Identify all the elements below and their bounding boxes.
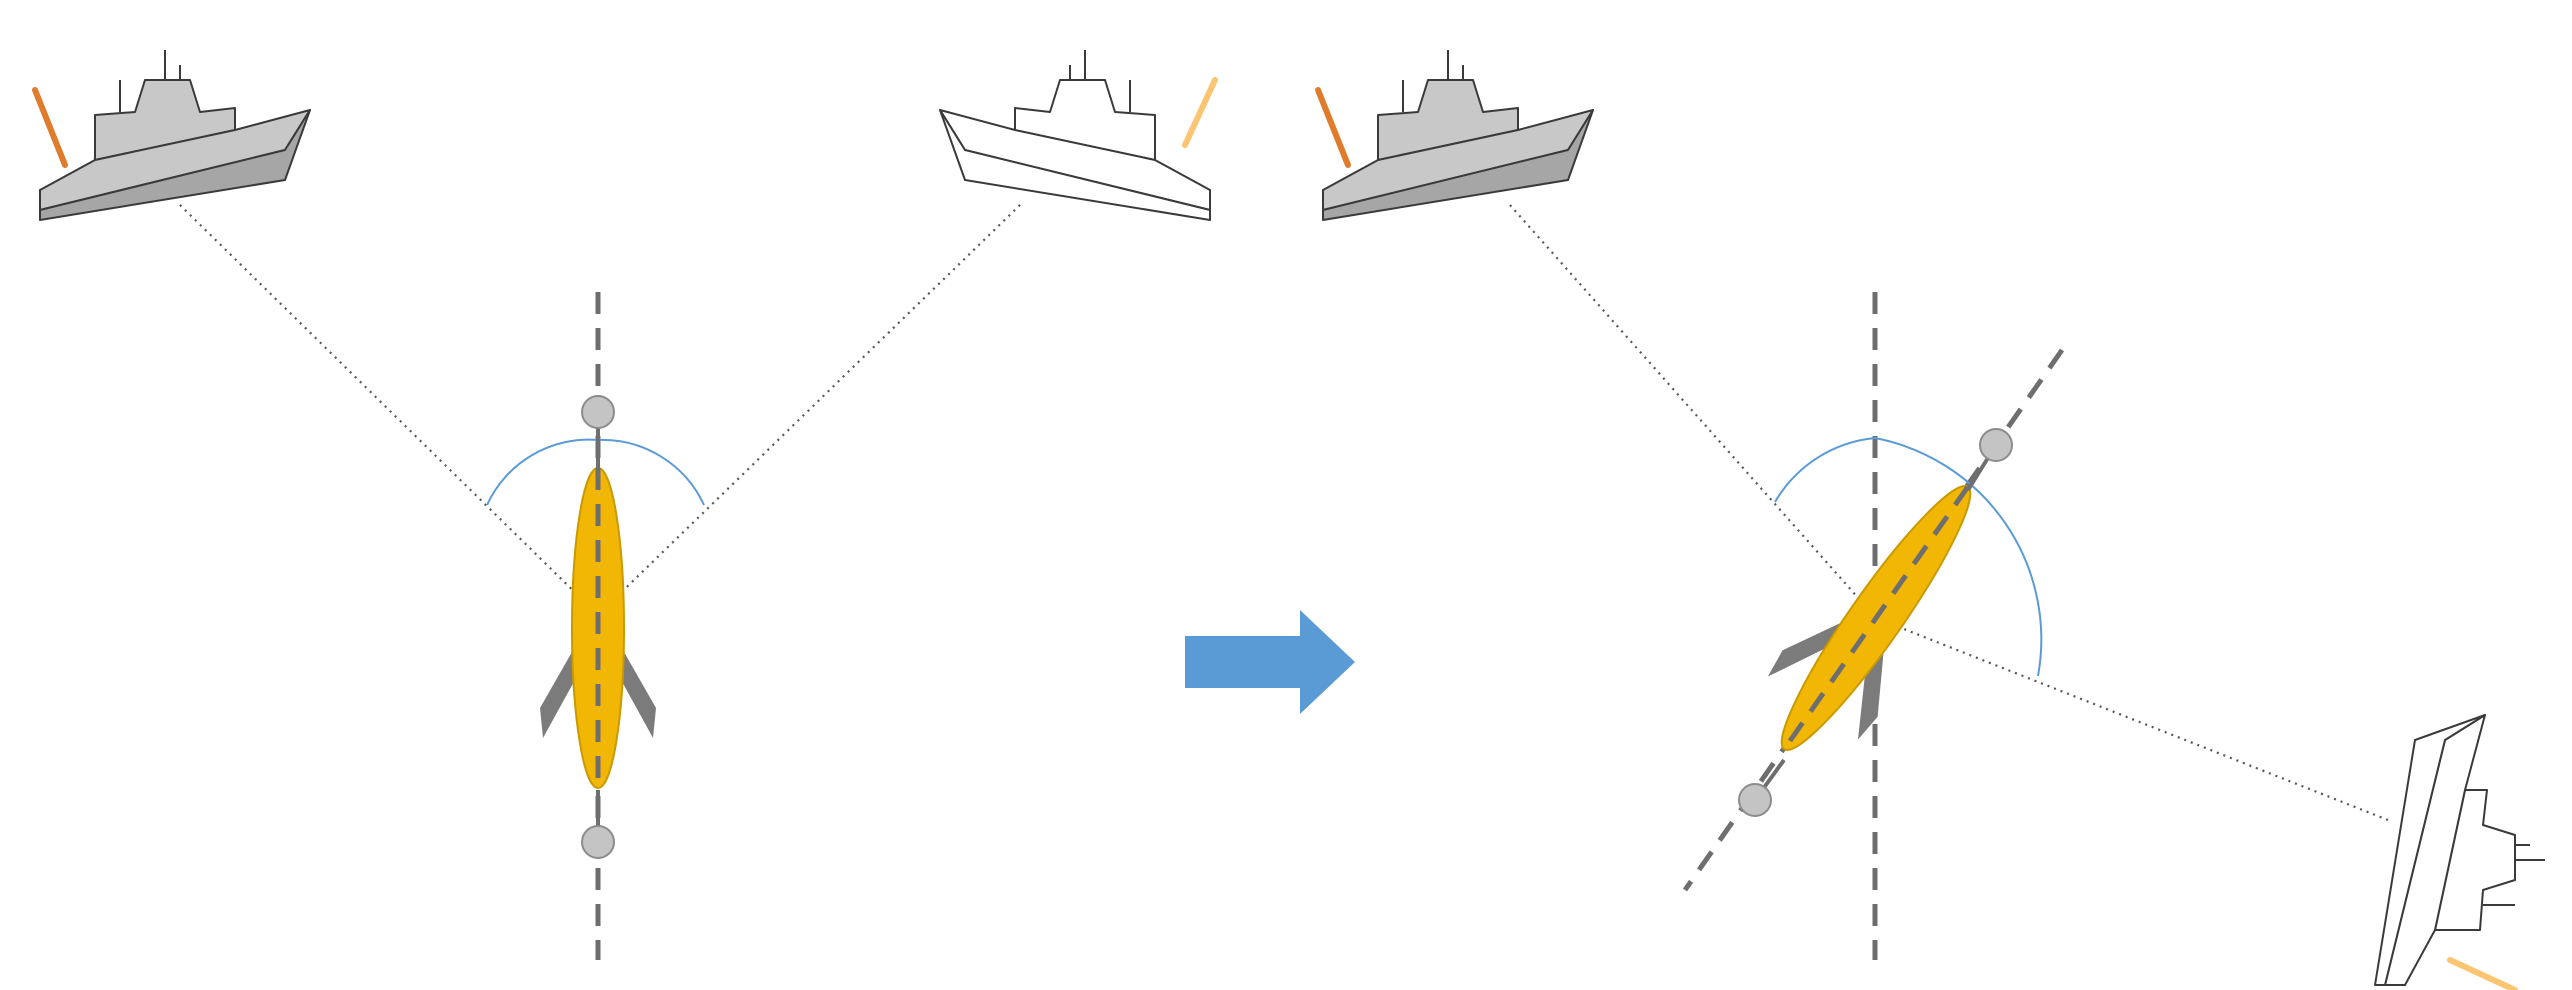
angle-arc [1774, 436, 2043, 677]
angle-arc-right [597, 438, 705, 506]
sightline-right-ship [597, 204, 1021, 616]
ship-white-right-rotated [2375, 715, 2545, 990]
right-arrow-icon [1185, 610, 1355, 714]
sensor-pod-top [1979, 428, 2013, 462]
sightline-right-ship [1875, 616, 2389, 822]
aircraft-vertical [540, 468, 656, 788]
sightline-left-ship [179, 204, 599, 616]
sensor-pod-top [581, 395, 615, 429]
angle-arc-left [486, 438, 599, 506]
sensor-pod-bottom [581, 825, 615, 859]
panel-before [35, 50, 1215, 960]
ship-white-top-right [940, 50, 1215, 220]
ship-gray-top-left [1318, 50, 1593, 220]
ship-gray-top-left [35, 50, 310, 220]
sightline-left-ship [1509, 204, 1877, 619]
panel-after [1318, 50, 2545, 990]
sensor-pod-bottom [1738, 783, 1772, 817]
